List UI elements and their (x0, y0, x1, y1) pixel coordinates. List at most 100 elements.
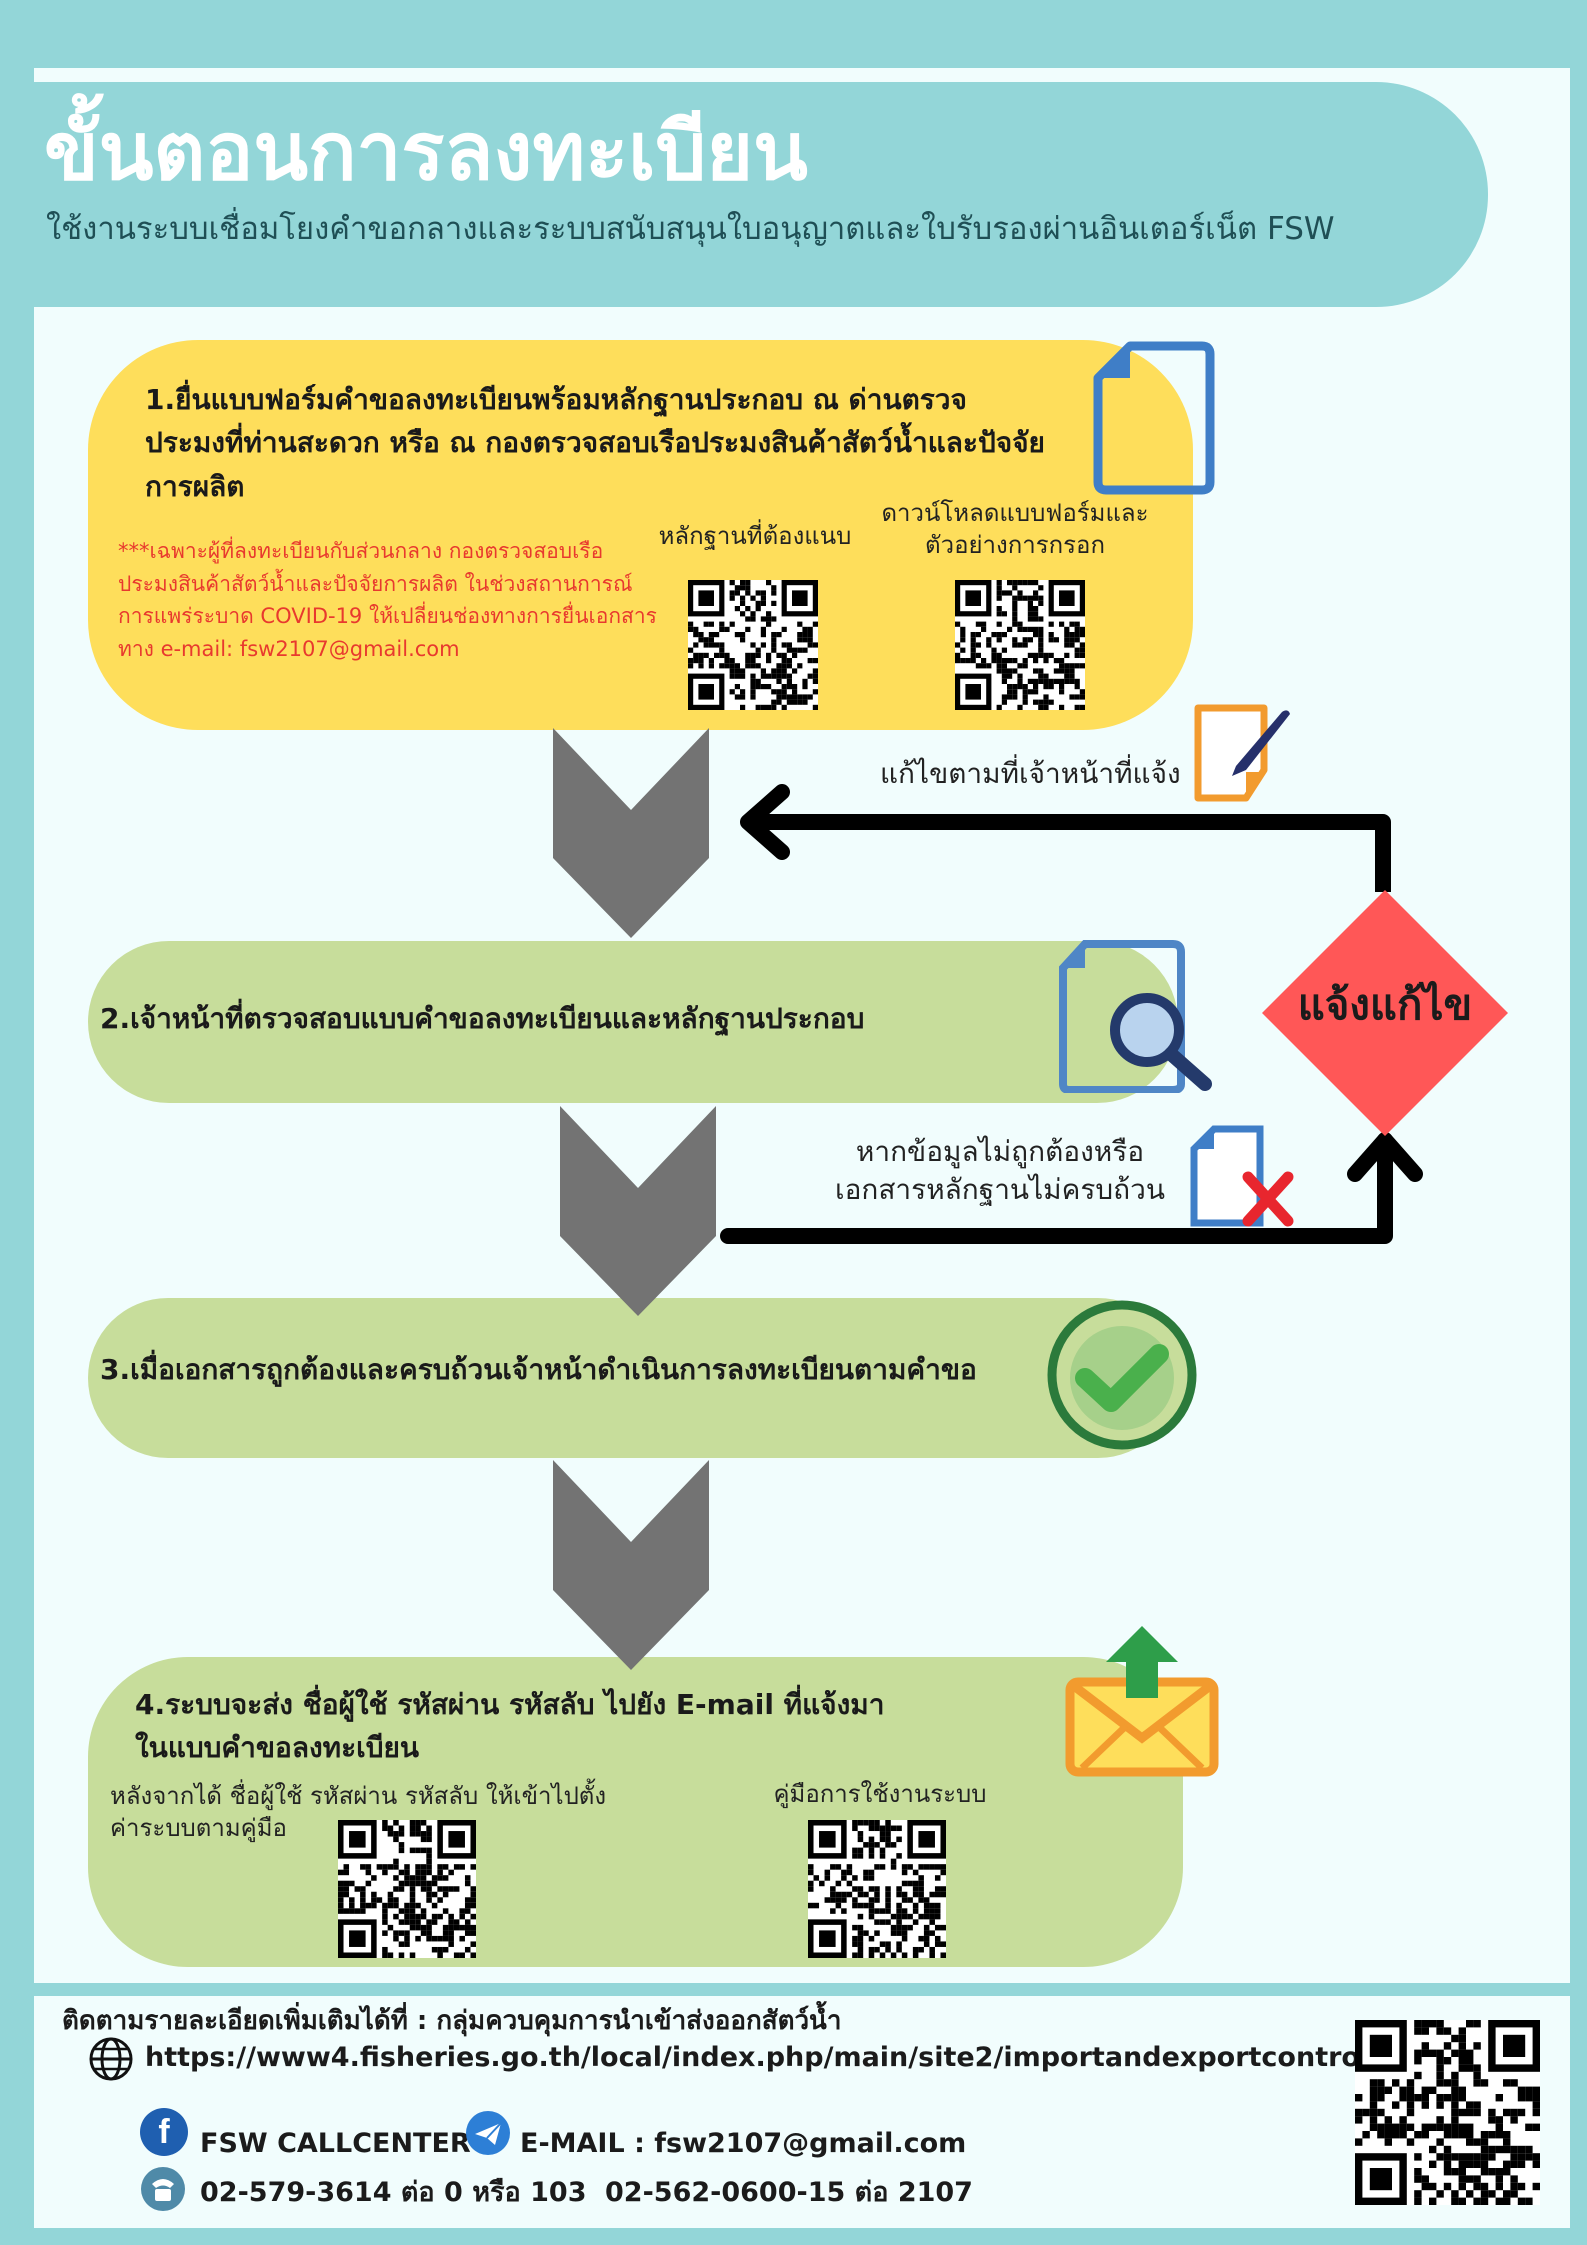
qr-module (415, 1820, 421, 1826)
qr-module (1362, 2131, 1370, 2139)
download-qr-code[interactable] (955, 580, 1085, 710)
qr-module (470, 1891, 476, 1898)
qr-module (338, 1891, 344, 1898)
qr-module (724, 663, 730, 669)
qr-module (841, 1869, 847, 1876)
qr-module (923, 1913, 930, 1920)
qr-module (365, 1902, 372, 1909)
qr-module (1495, 2197, 1503, 2205)
qr-module (1458, 2123, 1466, 2131)
qr-module (885, 1897, 891, 1903)
qr-module (714, 642, 720, 648)
facebook-icon[interactable]: f (140, 2108, 188, 2156)
qr-module (1532, 2108, 1540, 2117)
qr-module (879, 1853, 886, 1859)
qr-module (1033, 684, 1039, 690)
qr-module (1458, 2160, 1466, 2168)
qr-module (1033, 678, 1039, 684)
manual-qr-code[interactable] (808, 1820, 946, 1958)
qr-module (996, 595, 1002, 601)
website-link[interactable]: https://www4.fisheries.go.th/local/index… (145, 2042, 1370, 2073)
qr-module (724, 626, 730, 632)
qr-module (1369, 2086, 1378, 2094)
qr-module (1033, 616, 1039, 622)
qr-module (409, 1825, 416, 1832)
qr-module (1495, 2123, 1503, 2131)
qr-module (1466, 2175, 1474, 2183)
footer-qr-code[interactable] (1355, 2020, 1540, 2205)
qr-module (1488, 2116, 1496, 2124)
qr-module (929, 1864, 935, 1870)
qr-module (437, 1869, 443, 1876)
qr-module (431, 1875, 438, 1881)
qr-module (1421, 2175, 1429, 2183)
qr-module (338, 1880, 344, 1887)
evidence-qr-code[interactable] (688, 580, 818, 710)
qr-module (1495, 2168, 1503, 2176)
qr-module (376, 1897, 383, 1903)
qr-module (808, 1880, 814, 1887)
qr-module (1007, 684, 1013, 690)
qr-module (719, 647, 725, 653)
qr-module (1466, 2108, 1474, 2117)
qr-module (857, 1930, 864, 1936)
qr-module (986, 642, 992, 648)
qr-module (868, 1935, 875, 1942)
phone-number-2[interactable]: 02-562-0600-15 ต่อ 2107 (605, 2177, 973, 2208)
qr-module (852, 1941, 858, 1947)
qr-module (1458, 2057, 1466, 2065)
qr-module (786, 663, 792, 669)
qr-module (1429, 2123, 1437, 2131)
qr-module (890, 1825, 897, 1832)
qr-module (896, 1941, 902, 1947)
qr-module (940, 1886, 946, 1892)
qr-module (693, 652, 699, 658)
qr-module (1069, 668, 1075, 674)
qr-module (781, 689, 787, 695)
qr-module (830, 1908, 836, 1914)
qr-module (1012, 637, 1018, 643)
qr-module (812, 642, 818, 648)
qr-module (1079, 689, 1085, 695)
qr-module (929, 1913, 935, 1920)
fix-label: แก้ไขตามที่เจ้าหน้าที่แจ้ง (880, 757, 1181, 790)
qr-module (448, 1831, 465, 1848)
qr-module (750, 642, 756, 648)
qr-module (437, 1864, 443, 1870)
qr-module (940, 1952, 946, 1958)
qr-module (841, 1875, 847, 1881)
qr-module (1001, 658, 1007, 664)
qr-module (1414, 2131, 1422, 2139)
qr-module (470, 1930, 476, 1936)
qr-module (719, 652, 725, 658)
qr-module (360, 1908, 366, 1914)
qr-module (1033, 632, 1039, 638)
qr-module (1355, 2094, 1363, 2102)
qr-module (1069, 642, 1075, 648)
qr-module (415, 1875, 421, 1881)
qr-module (1012, 694, 1018, 700)
qr-module (981, 663, 987, 669)
qr-module (409, 1847, 416, 1854)
qr-module (382, 1946, 388, 1953)
qr-module (885, 1836, 891, 1843)
qr-module (766, 704, 772, 710)
qr-module (760, 600, 766, 606)
qr-module (830, 1886, 836, 1892)
qr-module (426, 1930, 432, 1936)
qr-module (1443, 2182, 1452, 2191)
qr-module (868, 1842, 875, 1848)
footer-email[interactable]: E-MAIL : fsw2107@gmail.com (520, 2128, 967, 2159)
qr-module (807, 637, 813, 643)
setup-qr-code[interactable] (338, 1820, 476, 1958)
qr-module (464, 1902, 471, 1909)
phone-number-1[interactable]: 02-579-3614 ต่อ 0 หรือ 103 (200, 2177, 587, 2208)
qr-module (349, 1902, 355, 1909)
qr-module (729, 621, 735, 627)
qr-module (1038, 626, 1044, 632)
qr-module (890, 1924, 897, 1931)
qr-module (1451, 2123, 1459, 2131)
facebook-callcenter[interactable]: FSW CALLCENTER (200, 2128, 471, 2159)
qr-module (1510, 2182, 1518, 2191)
qr-module (409, 1891, 416, 1898)
